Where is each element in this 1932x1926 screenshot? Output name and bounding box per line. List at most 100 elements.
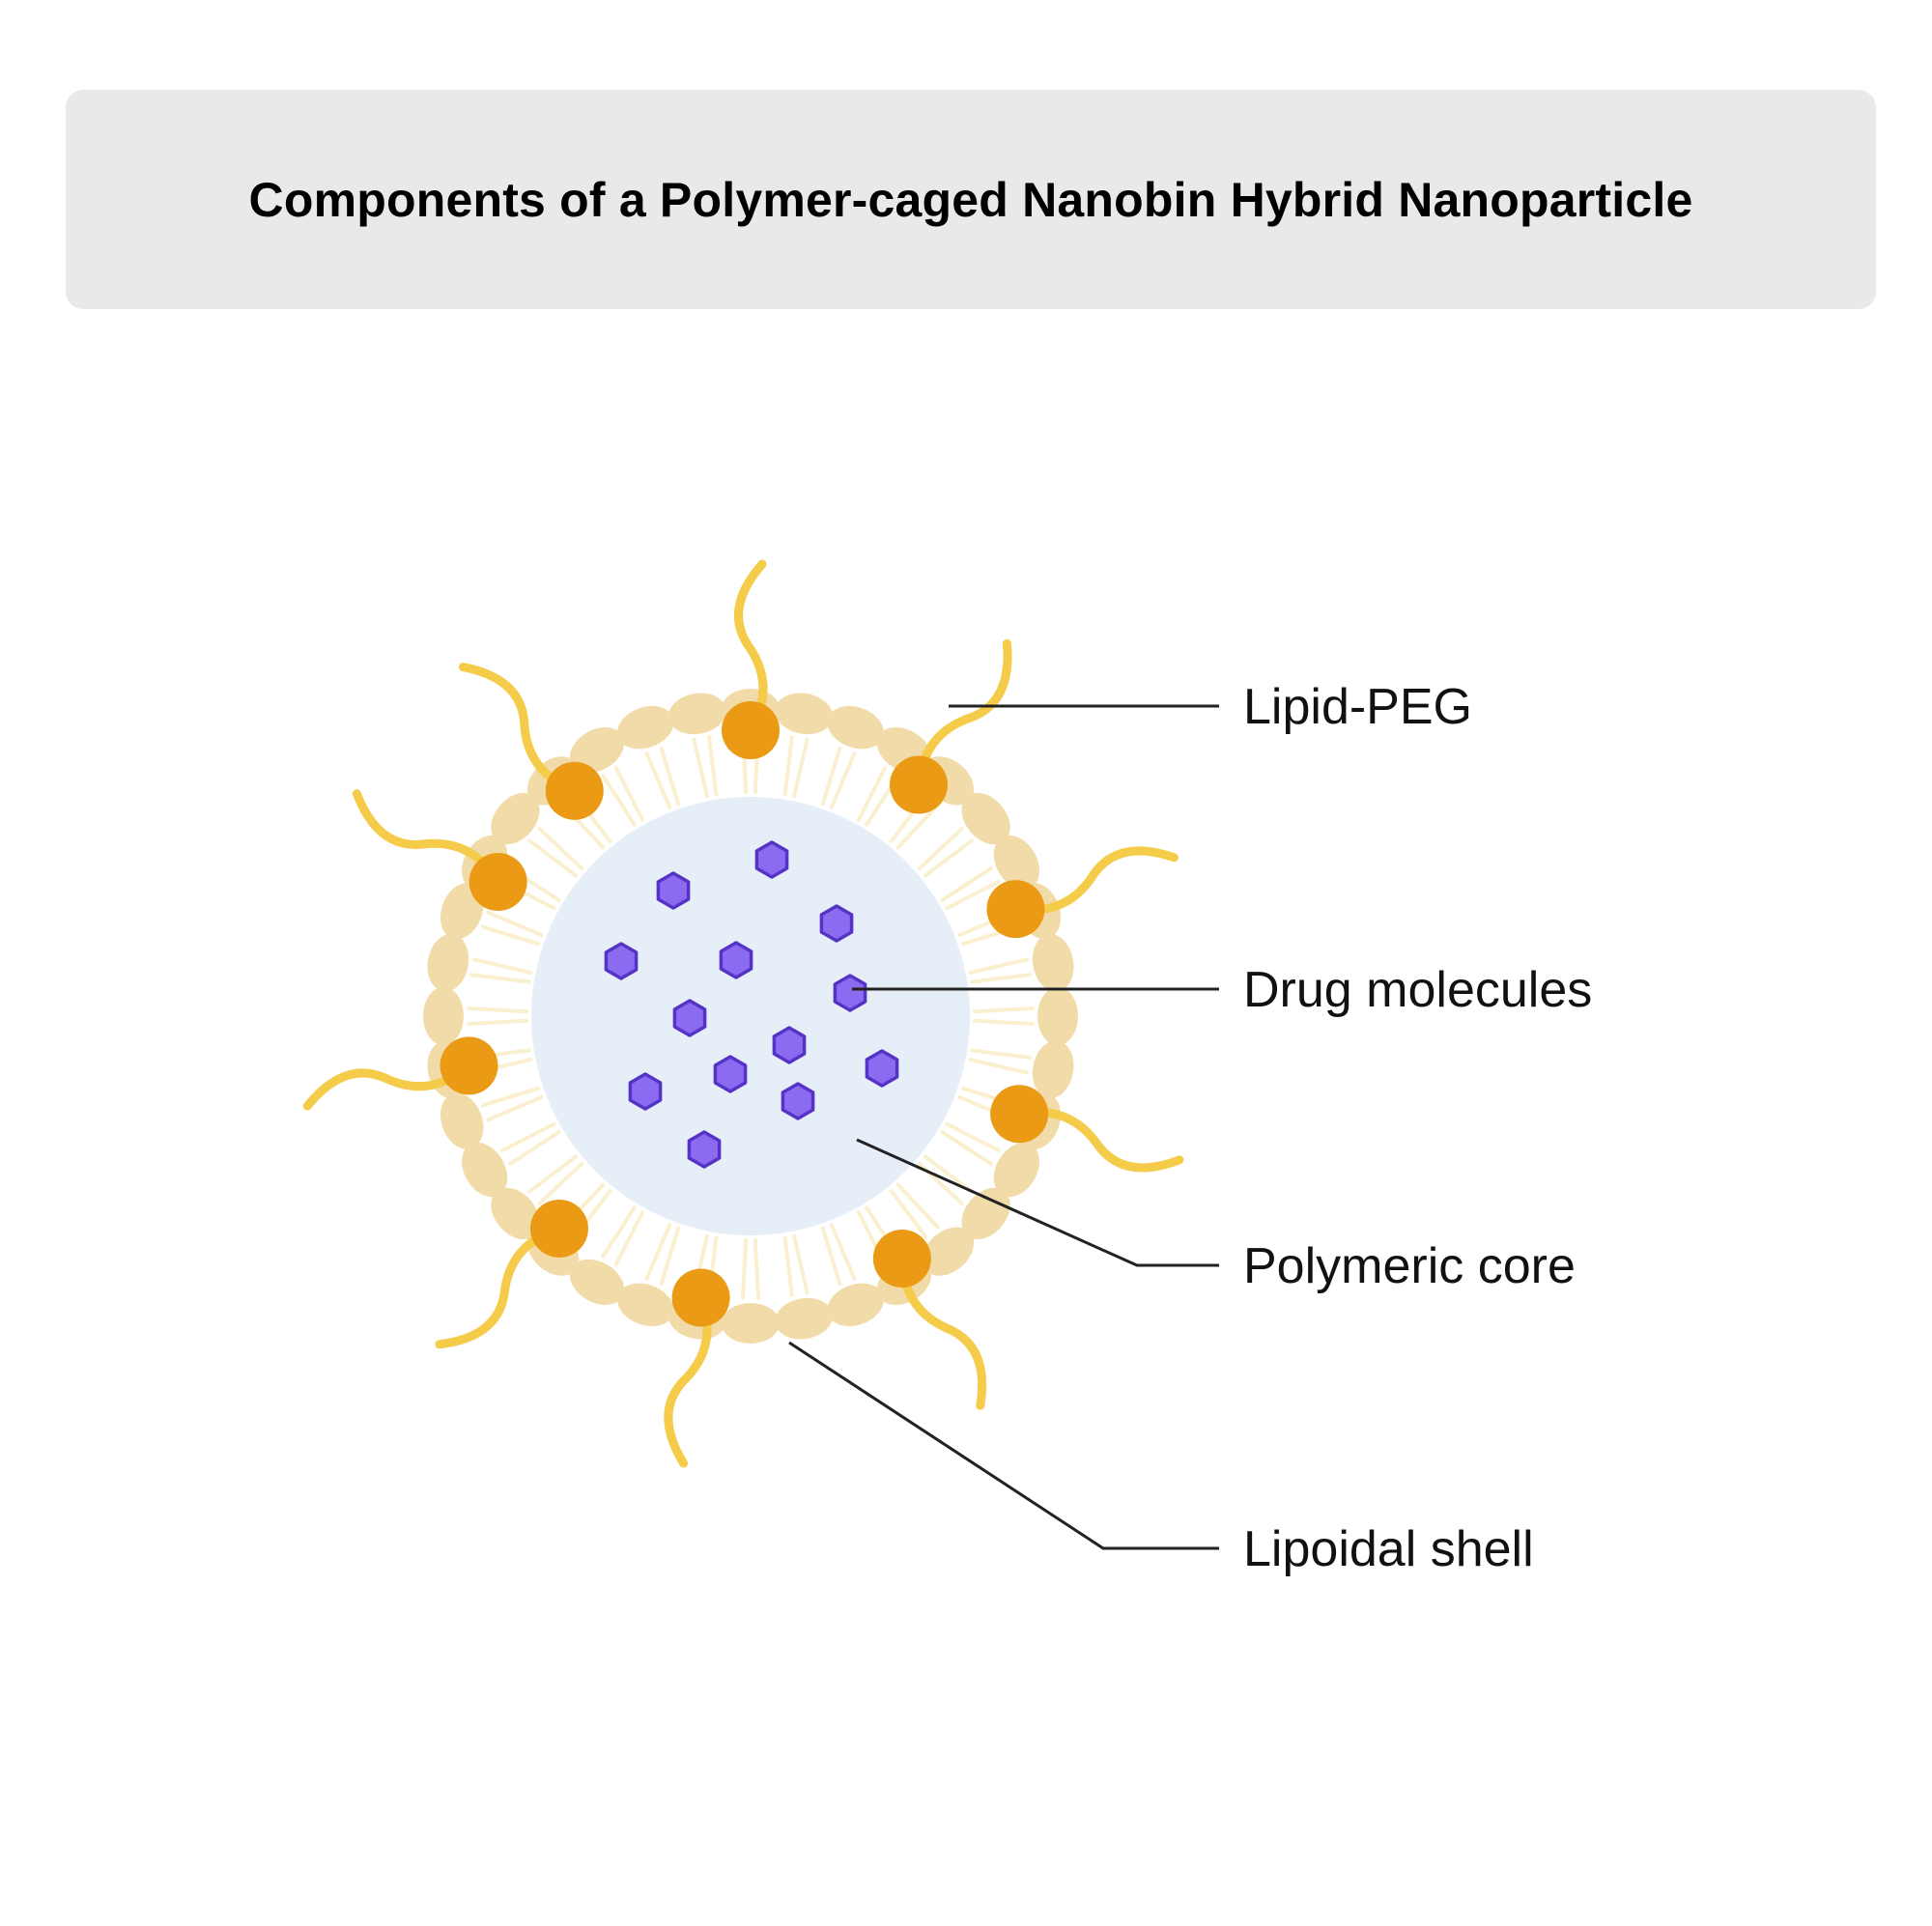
lipid-tail xyxy=(968,957,1030,975)
lipid-tail xyxy=(486,910,544,938)
lipid-head xyxy=(668,693,726,735)
drug-molecule xyxy=(772,1026,807,1064)
lipid-tail xyxy=(644,1223,672,1281)
lipid-head xyxy=(617,705,674,750)
lipid-tail xyxy=(469,973,531,984)
lipid-tail xyxy=(820,746,842,807)
lipid-tail xyxy=(601,1205,637,1259)
drug-molecule xyxy=(604,942,639,980)
title-banner: Components of a Polymer-caged Nanobin Hy… xyxy=(66,90,1876,309)
lipid-tail xyxy=(527,1154,579,1194)
drug-molecule xyxy=(865,1049,899,1088)
drug-molecule xyxy=(713,1055,748,1093)
lipid-head xyxy=(569,727,625,774)
lipid-tail xyxy=(659,746,681,807)
lipid-head xyxy=(961,792,1010,845)
lipid-tail xyxy=(829,751,857,809)
peg-head xyxy=(722,701,780,759)
drug-molecule xyxy=(819,904,854,943)
lipid-head xyxy=(491,792,540,845)
polymeric-core xyxy=(531,797,970,1235)
lipid-tail xyxy=(527,838,579,878)
lipid-head xyxy=(775,1297,833,1340)
lipid-tail xyxy=(613,766,645,822)
lipid-tail xyxy=(792,1233,810,1295)
lipid-tail xyxy=(644,751,672,809)
lipid-head xyxy=(1032,934,1074,992)
lipid-tail xyxy=(820,1226,842,1287)
label-polymeric-core: Polymeric core xyxy=(1243,1238,1576,1294)
lipid-tail xyxy=(471,957,533,975)
lipid-tail xyxy=(917,827,964,871)
lipid-tail xyxy=(782,735,794,797)
lipid-tail xyxy=(537,1161,584,1205)
lipid-tail xyxy=(792,737,810,799)
lipid-tail xyxy=(970,973,1032,984)
drug-molecule xyxy=(628,1072,663,1111)
leader-line-polymeric-core xyxy=(856,1138,1219,1267)
lipid-head xyxy=(722,1303,780,1344)
lipid-head xyxy=(440,883,484,940)
drug-molecule xyxy=(719,941,753,979)
lipid-head xyxy=(827,705,884,750)
lipid-tail xyxy=(940,1130,993,1166)
lipid-tail xyxy=(692,737,709,799)
lipid-tail xyxy=(480,1086,541,1108)
lipid-tail xyxy=(970,1048,1032,1060)
drug-molecules xyxy=(604,840,899,1169)
lipid-tail xyxy=(945,1121,1001,1153)
lipid-tail xyxy=(895,803,940,850)
lipid-tail xyxy=(613,1210,645,1266)
lipid-tail xyxy=(973,1006,1035,1014)
drug-molecule xyxy=(656,871,691,910)
drug-molecule xyxy=(687,1130,722,1169)
peg-head xyxy=(872,1230,931,1289)
drug-molecule xyxy=(833,974,867,1012)
lipid-tail xyxy=(973,1018,1035,1026)
lipid-head xyxy=(1032,1040,1074,1098)
lipid-tail xyxy=(968,1058,1030,1075)
lipid-head xyxy=(775,693,833,735)
leader-lines xyxy=(788,704,1219,1550)
drug-molecule xyxy=(781,1082,815,1120)
peg-head xyxy=(889,755,948,814)
lipid-head xyxy=(569,1259,625,1305)
lipid-tail xyxy=(923,1154,974,1194)
label-lipoidal-shell: Lipoidal shell xyxy=(1243,1521,1534,1577)
lipid-tail xyxy=(480,924,541,947)
lipid-tail xyxy=(659,1226,681,1287)
lipid-tail xyxy=(856,766,888,822)
drug-molecule xyxy=(754,840,789,879)
peg-head xyxy=(990,1085,1049,1144)
peg-head xyxy=(440,1036,498,1095)
lipid-head xyxy=(993,835,1039,891)
lipid-tails xyxy=(467,732,1035,1300)
peg-head xyxy=(671,1268,730,1327)
diagram-title: Components of a Polymer-caged Nanobin Hy… xyxy=(248,172,1693,227)
lipid-tail xyxy=(889,1188,928,1239)
lipid-tail xyxy=(940,866,993,902)
lipid-tail xyxy=(508,1130,561,1166)
lipid-head xyxy=(922,1227,975,1276)
lipid-tail xyxy=(895,1182,940,1230)
lipid-tail xyxy=(782,1235,794,1297)
lipid-tail xyxy=(945,879,1001,911)
lipid-head xyxy=(491,1187,540,1240)
lipid-head xyxy=(617,1283,674,1327)
lipid-tail xyxy=(486,1094,544,1122)
lipid-tail xyxy=(467,1006,528,1014)
peg-head xyxy=(986,880,1045,939)
lipid-tail xyxy=(741,1238,749,1300)
lipid-tail xyxy=(923,838,974,878)
lipid-head xyxy=(827,1283,884,1327)
lipid-head xyxy=(993,1142,1039,1198)
lipid-head xyxy=(1037,987,1078,1045)
lipid-tail xyxy=(707,735,719,797)
lipid-tail xyxy=(601,774,637,827)
peg-head xyxy=(545,761,604,820)
lipid-head xyxy=(427,934,469,992)
drug-molecule xyxy=(672,999,707,1037)
label-lipid-peg: Lipid-PEG xyxy=(1243,679,1472,735)
lipid-tail xyxy=(537,827,584,871)
